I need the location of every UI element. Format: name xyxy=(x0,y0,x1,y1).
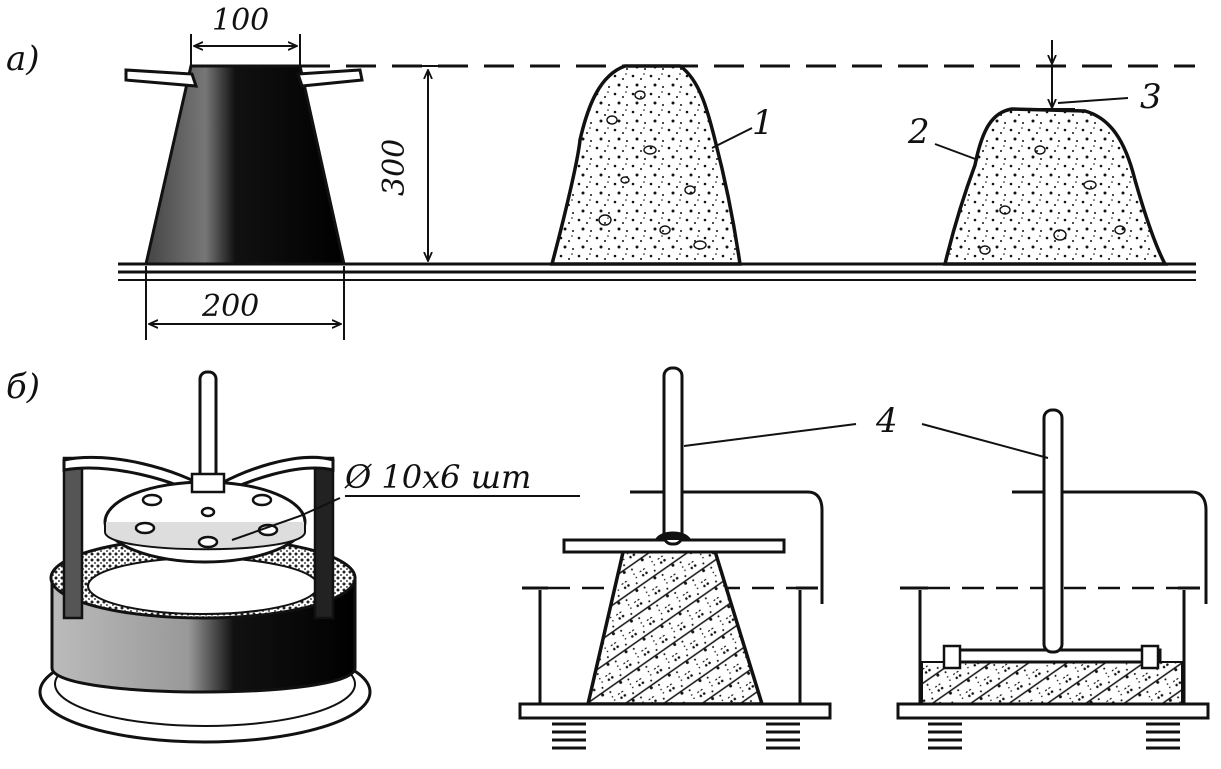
section-2-frame xyxy=(1012,490,1208,604)
plate-holes xyxy=(134,493,279,549)
section-2-springs xyxy=(928,722,1180,750)
panel-b-label: б) xyxy=(6,367,40,407)
apparatus-post-left xyxy=(62,456,84,620)
callout-4-label: 4 xyxy=(875,401,898,441)
dimension-height: 300 xyxy=(377,65,446,261)
concrete-sample-1 xyxy=(549,64,743,266)
callout-2-leader xyxy=(934,143,979,161)
dimension-top-width: 100 xyxy=(190,3,301,66)
apparatus-post-right xyxy=(313,456,335,620)
standard-cone xyxy=(124,64,364,266)
section-1-base xyxy=(518,702,832,720)
cone-handle-right xyxy=(295,68,364,88)
section-1-rod xyxy=(662,366,684,546)
dimension-bottom-width: 200 xyxy=(145,266,345,340)
section-1-frame xyxy=(630,490,824,604)
slump-measure xyxy=(1030,40,1075,110)
callout-1-label: 1 xyxy=(752,103,774,143)
apparatus-rod xyxy=(198,370,218,484)
section-with-cone xyxy=(518,366,832,750)
callout-1-leader xyxy=(711,127,753,149)
section-2-base xyxy=(896,702,1210,720)
section-2-rod xyxy=(1042,408,1064,654)
cone-handle-left xyxy=(124,68,199,88)
callout-3-leader xyxy=(1057,97,1129,104)
panel-b: б) xyxy=(6,366,1210,750)
panel-a-label: а) xyxy=(6,39,40,79)
section-1-springs xyxy=(552,722,800,750)
callout-2-label: 2 xyxy=(907,112,930,152)
holes-note: Ø 10х6 шт xyxy=(344,458,531,496)
holes-note-leader xyxy=(231,497,341,541)
dimension-bottom-width-label: 200 xyxy=(201,289,259,324)
callout-3-label: 3 xyxy=(1140,77,1162,117)
panel-a: а) 100 200 xyxy=(6,3,1196,340)
dimension-top-width-label: 100 xyxy=(212,3,269,38)
base-plate-a xyxy=(118,262,1196,281)
dimension-height-label: 300 xyxy=(377,139,412,196)
concrete-sample-2 xyxy=(942,107,1168,266)
section-with-plate-down xyxy=(896,408,1210,750)
apparatus-perspective: Ø 10х6 шт xyxy=(38,370,580,744)
apparatus-bracket xyxy=(62,455,335,502)
callout-4: 4 xyxy=(683,401,1049,459)
section-1-concrete xyxy=(585,546,765,706)
